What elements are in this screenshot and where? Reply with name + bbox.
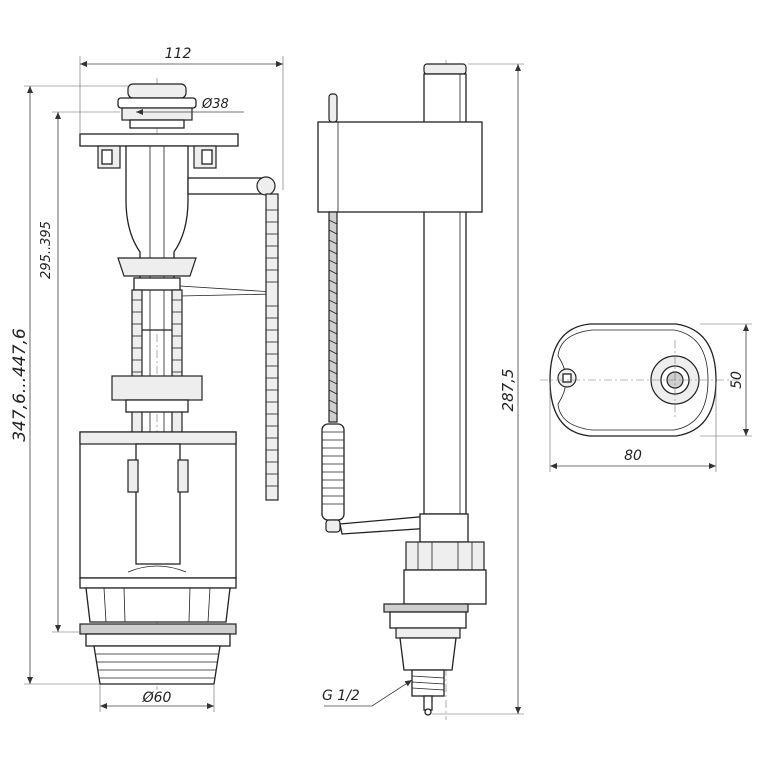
valve-nut <box>405 541 485 571</box>
riser-cap <box>423 63 467 75</box>
float-box <box>317 121 483 213</box>
dim-295-395: 295..395 <box>39 221 54 279</box>
dim-diameter-38: Ø38 <box>201 97 229 112</box>
flush-button-cap <box>127 83 187 99</box>
float-dish <box>117 257 197 277</box>
drain-valve-front-view <box>79 78 279 690</box>
dim-112: 112 <box>165 46 192 62</box>
fill-valve-side-view <box>317 60 487 720</box>
valve-base <box>79 577 237 589</box>
ribbed-clip <box>321 423 345 533</box>
dim-80: 80 <box>624 448 642 464</box>
dim-287-5: 287,5 <box>499 369 517 412</box>
dimensions-right: 80 50 <box>549 323 752 472</box>
dim-50: 50 <box>729 371 745 389</box>
float-adjust-rod <box>328 211 338 423</box>
mounting-bracket <box>79 133 239 147</box>
dimensions-middle: 287,5 G 1/2 <box>322 63 524 715</box>
height-collar <box>111 375 203 401</box>
seal-gasket <box>79 623 237 635</box>
dim-thread-g12: G 1/2 <box>322 688 360 704</box>
valve-top-view <box>540 323 740 437</box>
lock-nut <box>389 611 467 629</box>
dim-diameter-60: Ø60 <box>142 690 172 706</box>
valve-lever <box>339 515 433 535</box>
dimensions-left: 112 Ø38 295..395 347,6...447,6 Ø60 <box>10 46 284 712</box>
adjusting-rod <box>265 193 279 501</box>
dim-347-447: 347,6...447,6 <box>10 328 30 442</box>
